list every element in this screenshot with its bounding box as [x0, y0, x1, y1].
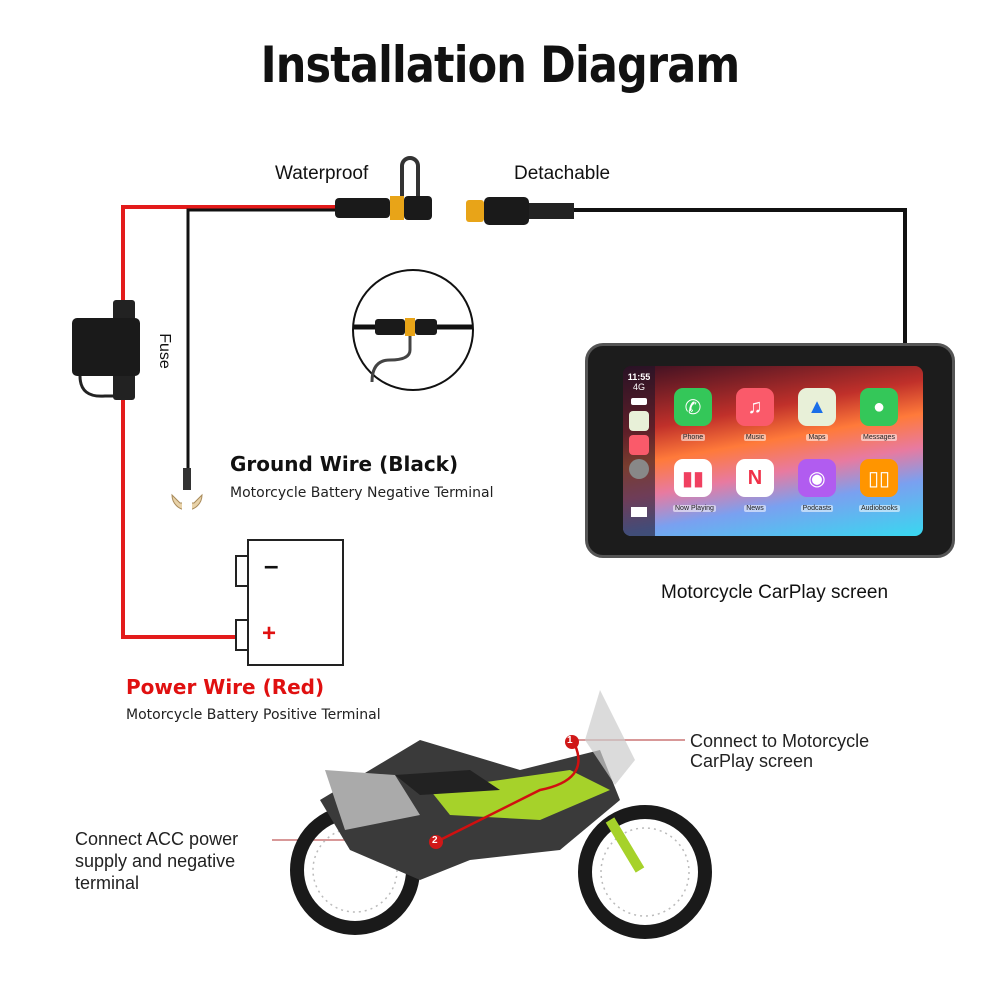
battery-negative: –	[264, 550, 279, 580]
app-messages[interactable]: ● Messages	[859, 388, 899, 444]
callout-screen-line1: Connect to Motorcycle	[690, 731, 870, 751]
callout-acc-line3: terminal	[75, 873, 140, 893]
waterproof-connector-icon	[335, 156, 432, 220]
app-label: Podcasts	[800, 505, 834, 512]
badge-2-label: 2	[432, 835, 438, 846]
app-label: Audiobooks	[859, 505, 900, 512]
app-music[interactable]: ♫ Music	[735, 388, 775, 444]
phone-icon: ✆	[674, 388, 712, 426]
status-time: 11:55	[627, 372, 651, 382]
messages-icon: ●	[860, 388, 898, 426]
fuse-icon	[72, 300, 140, 400]
connector-inset-icon	[352, 269, 474, 391]
page-title: Installation Diagram	[260, 36, 741, 94]
carplay-screen: 11:55 4G ✆ Phone ♫ Music ▲ Maps ● Messages ▮…	[585, 343, 955, 558]
app-phone[interactable]: ✆ Phone	[673, 388, 713, 444]
detachable-label: Detachable	[514, 163, 611, 184]
callout-acc-line1: Connect ACC power	[75, 829, 239, 849]
screen-cable	[574, 208, 907, 343]
badge-1-label: 1	[567, 735, 573, 746]
app-news[interactable]: N News	[735, 459, 775, 515]
news-icon: N	[736, 459, 774, 497]
power-wire-title: Power Wire (Red)	[126, 675, 325, 699]
waterproof-label: Waterproof	[275, 163, 369, 184]
motorcycle-image	[290, 690, 712, 939]
sidebar-settings-icon[interactable]	[629, 459, 649, 479]
detachable-connector-icon	[466, 197, 574, 225]
callout-acc-line2: supply and negative	[75, 851, 236, 871]
status-signal: 4G	[632, 382, 645, 392]
app-label: Music	[743, 434, 767, 441]
audiobooks-icon: ▯▯	[860, 459, 898, 497]
screen-caption: Motorcycle CarPlay screen	[661, 582, 889, 603]
carplay-sidebar: 11:55 4G	[623, 366, 655, 536]
app-maps[interactable]: ▲ Maps	[797, 388, 837, 444]
carplay-display: 11:55 4G ✆ Phone ♫ Music ▲ Maps ● Messages ▮…	[623, 366, 923, 536]
maps-icon: ▲	[798, 388, 836, 426]
app-podcasts[interactable]: ◉ Podcasts	[797, 459, 837, 515]
power-wire-desc: Motorcycle Battery Positive Terminal	[126, 707, 381, 723]
red-power-wire	[121, 205, 335, 639]
sidebar-music-icon[interactable]	[629, 435, 649, 455]
app-label: Now Playing	[673, 505, 716, 512]
badge-1	[565, 735, 579, 749]
podcasts-icon: ◉	[798, 459, 836, 497]
callout-screen-line2: CarPlay screen	[690, 751, 814, 771]
ring-terminal-icon	[171, 468, 203, 514]
sidebar-maps-icon[interactable]	[629, 411, 649, 431]
ground-wire-title: Ground Wire (Black)	[230, 452, 459, 476]
app-label: Phone	[680, 434, 706, 441]
battery-status-icon	[631, 398, 647, 405]
ground-wire-desc: Motorcycle Battery Negative Terminal	[230, 485, 494, 501]
app-now-playing[interactable]: ▮▮ Now Playing	[673, 459, 716, 515]
battery-positive: +	[262, 620, 277, 647]
app-label: Maps	[806, 434, 828, 441]
app-label: Messages	[861, 434, 897, 441]
battery-icon	[235, 539, 344, 666]
now-playing-icon: ▮▮	[674, 459, 712, 497]
music-icon: ♫	[736, 388, 774, 426]
app-audiobooks[interactable]: ▯▯ Audiobooks	[859, 459, 900, 515]
black-ground-wire	[186, 208, 335, 470]
fuse-label: Fuse	[155, 333, 173, 369]
badge-2	[429, 835, 443, 849]
app-label: News	[744, 505, 766, 512]
dashboard-grid-icon[interactable]	[631, 507, 647, 517]
